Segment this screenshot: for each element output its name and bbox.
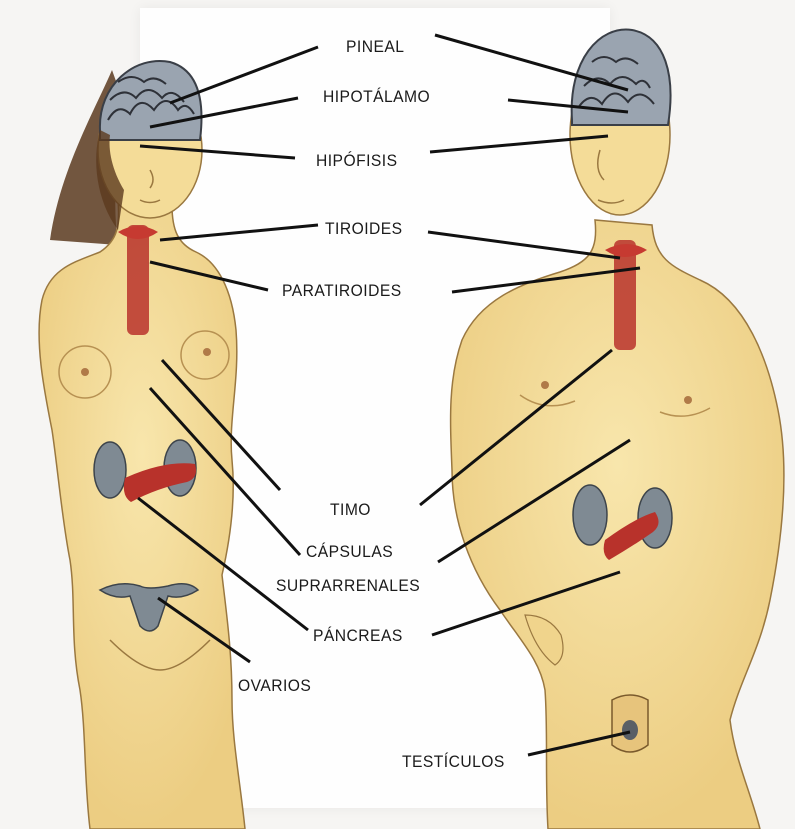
label-hipotalamo: HIPOTÁLAMO bbox=[323, 87, 430, 107]
label-suprarrenales: SUPRARRENALES bbox=[276, 576, 420, 596]
male-nipple-left bbox=[541, 381, 549, 389]
leader-pineal-left bbox=[170, 47, 318, 103]
label-pineal: PINEAL bbox=[346, 37, 404, 57]
label-pancreas: PÁNCREAS bbox=[313, 626, 403, 646]
male-nipple-right bbox=[684, 396, 692, 404]
label-paratiroides: PARATIROIDES bbox=[282, 281, 402, 301]
female-trachea bbox=[127, 225, 149, 335]
female-figure bbox=[39, 61, 245, 829]
label-capsulas: CÁPSULAS bbox=[306, 542, 393, 562]
label-timo: TIMO bbox=[330, 500, 371, 520]
leader-tiroides-left bbox=[160, 225, 318, 240]
label-ovarios: OVARIOS bbox=[238, 676, 311, 696]
female-nipple-right bbox=[203, 348, 211, 356]
male-testicle bbox=[622, 720, 638, 740]
label-hipofisis: HIPÓFISIS bbox=[316, 151, 397, 171]
female-nipple-left bbox=[81, 368, 89, 376]
label-testiculos: TESTÍCULOS bbox=[402, 752, 505, 772]
male-figure bbox=[451, 30, 784, 829]
leader-tiroides-right bbox=[428, 232, 620, 258]
label-tiroides: TIROIDES bbox=[325, 219, 403, 239]
male-kidney-left bbox=[573, 485, 607, 545]
female-kidney-left bbox=[94, 442, 126, 498]
